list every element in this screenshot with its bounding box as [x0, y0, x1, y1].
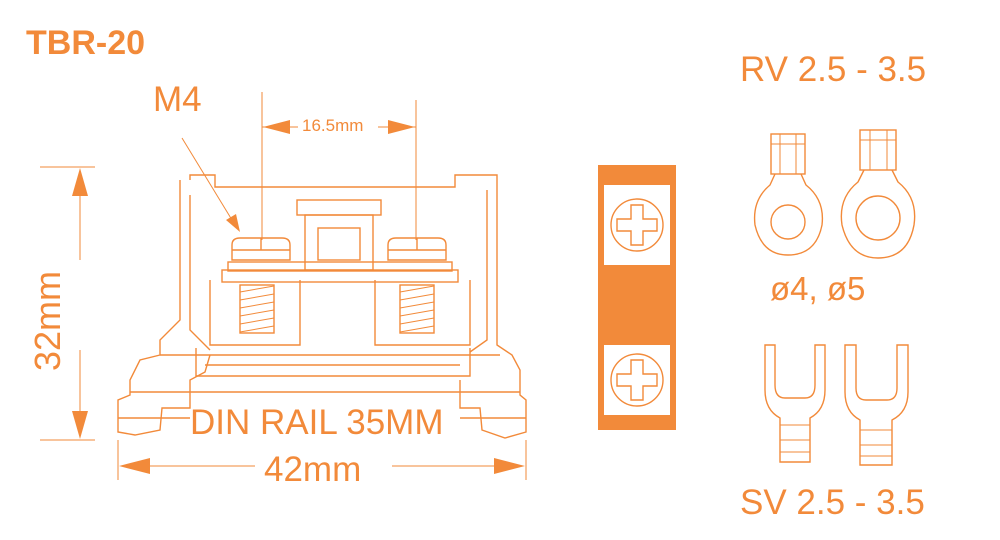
pitch-dimension-label: 16.5mm — [300, 116, 366, 136]
ring-terminals — [753, 129, 916, 259]
height-dimension-label: 32mm — [27, 270, 68, 372]
height-dimension — [40, 166, 95, 441]
ring-diameter-label: ø4, ø5 — [770, 270, 866, 307]
model-title: TBR-20 — [26, 24, 146, 62]
spade-terminals — [764, 344, 909, 466]
m4-leader — [181, 137, 240, 232]
width-dimension-label: 42mm — [264, 450, 362, 489]
screw-size-label: M4 — [153, 80, 202, 119]
width-dimension — [117, 440, 527, 480]
pitch-dimension — [261, 92, 417, 240]
top-view-block — [598, 165, 676, 430]
ring-terminal-label: RV 2.5 - 3.5 — [740, 50, 927, 89]
terminal-body — [117, 174, 527, 439]
din-rail-label: DIN RAIL 35MM — [190, 403, 444, 442]
spade-terminal-label: SV 2.5 - 3.5 — [740, 483, 925, 522]
